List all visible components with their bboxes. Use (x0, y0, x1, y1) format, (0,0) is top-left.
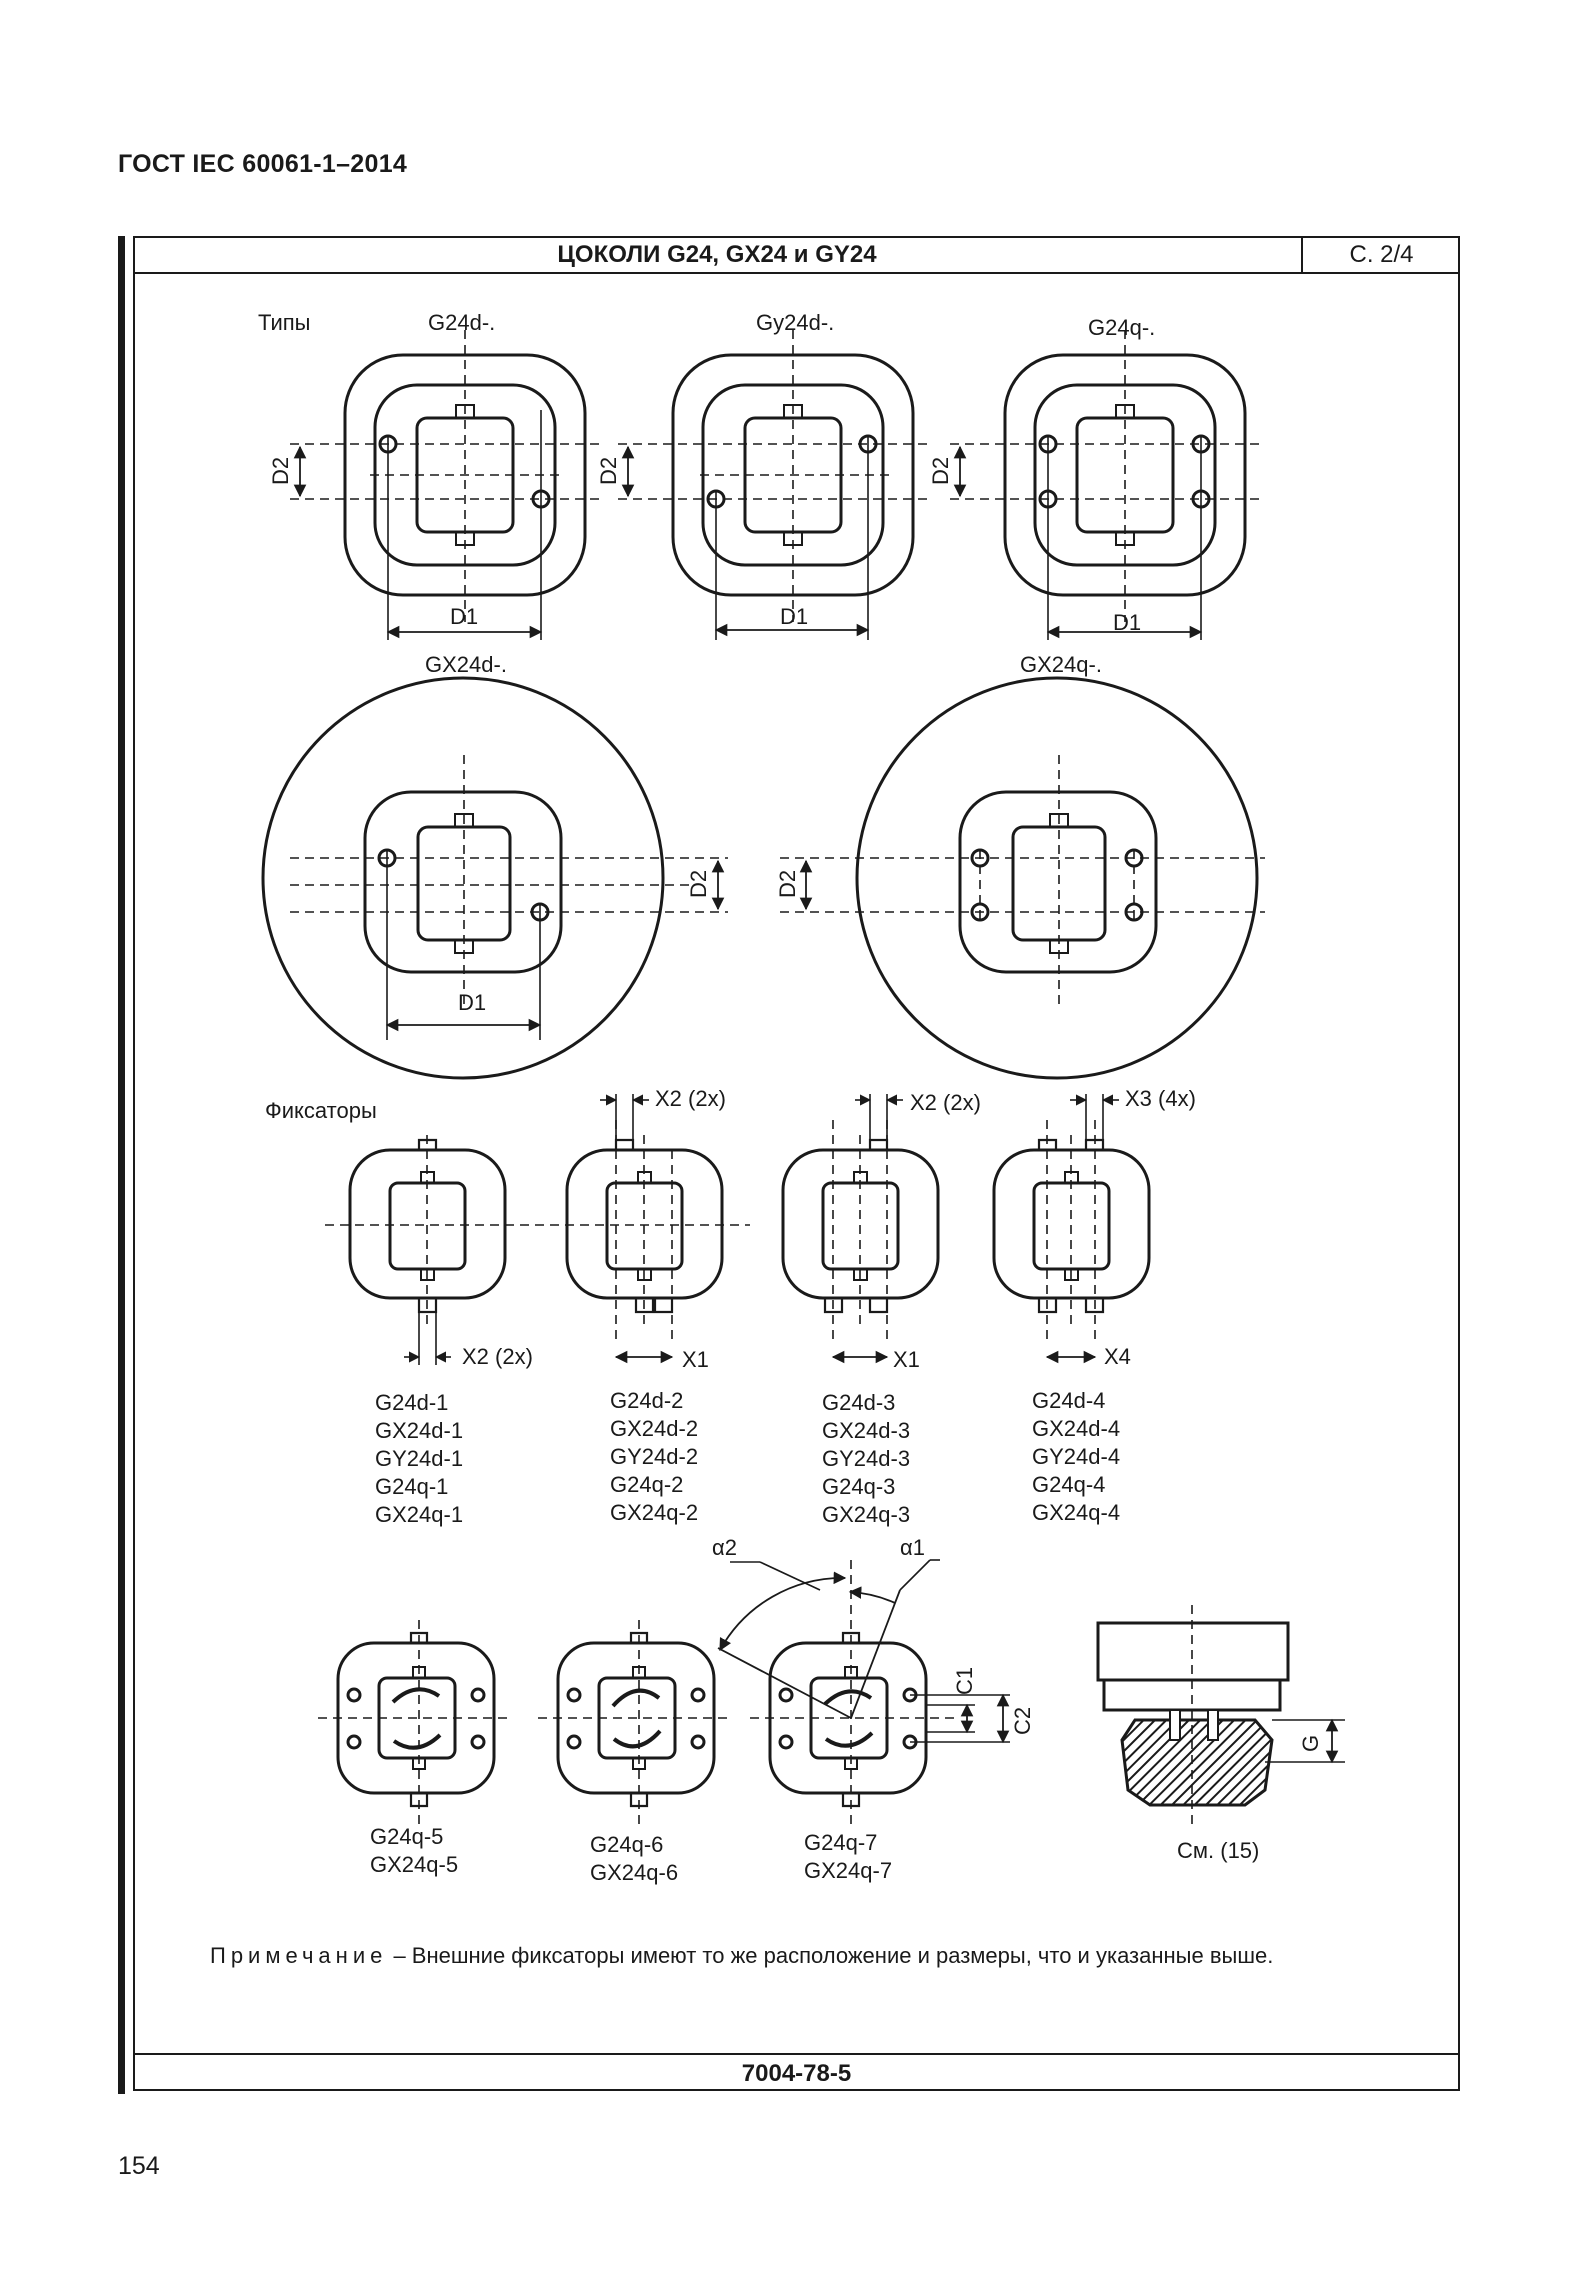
types-label: Типы (258, 310, 311, 335)
footer-code: 7004-78-5 (741, 2060, 852, 2087)
dim-x3-top: X3 (4x) (1125, 1086, 1196, 1111)
q-drawing-6 (538, 1620, 732, 1825)
svg-text:GX24q-6: GX24q-6 (590, 1860, 678, 1885)
svg-text:G24q-1: G24q-1 (375, 1474, 448, 1499)
label-g24d: G24d-. (428, 310, 495, 335)
svg-text:GX24d-3: GX24d-3 (822, 1418, 910, 1443)
svg-text:GX24d-1: GX24d-1 (375, 1418, 463, 1443)
q-drawing-7 (717, 1559, 1010, 1825)
note-prefix: Примечание (210, 1943, 388, 1968)
svg-text:G24q-6: G24q-6 (590, 1832, 663, 1857)
svg-text:GX24q-5: GX24q-5 (370, 1852, 458, 1877)
svg-text:G24q-7: G24q-7 (804, 1830, 877, 1855)
svg-text:G24q-3: G24q-3 (822, 1474, 895, 1499)
dim-d2-2: D2 (596, 457, 621, 485)
dim-x2-bottom: X2 (2x) (462, 1344, 533, 1369)
dim-alpha1: α1 (900, 1535, 925, 1560)
dim-x1-2: X1 (893, 1347, 920, 1372)
dim-d2-4: D2 (686, 870, 711, 898)
drawing-gy24d (618, 330, 930, 640)
key-group-3: G24d-3 GX24d-3 GY24d-3 G24q-3 GX24q-3 (822, 1390, 910, 1527)
dim-d1-4: D1 (458, 990, 486, 1015)
svg-text:GX24q-7: GX24q-7 (804, 1858, 892, 1883)
dim-d2-5: D2 (775, 870, 800, 898)
note-text: – Внешние фиксаторы имеют то же располож… (387, 1943, 1274, 1968)
dim-alpha2: α2 (712, 1535, 737, 1560)
q-labels-7: G24q-7 GX24q-7 (804, 1830, 892, 1883)
svg-text:G24q-5: G24q-5 (370, 1824, 443, 1849)
sheet-title: ЦОКОЛИ G24, GX24 и GY24 (557, 241, 877, 268)
svg-text:GX24q-3: GX24q-3 (822, 1502, 910, 1527)
title-divider (1301, 236, 1303, 274)
dim-d1-3: D1 (1113, 610, 1141, 635)
sheet-page: С. 2/4 (1349, 241, 1414, 268)
label-g24q: G24q-. (1088, 315, 1155, 340)
svg-text:G24d-2: G24d-2 (610, 1388, 683, 1413)
dim-x2-top-2: X2 (2x) (910, 1090, 981, 1115)
svg-text:G24d-3: G24d-3 (822, 1390, 895, 1415)
svg-text:GX24d-2: GX24d-2 (610, 1416, 698, 1441)
svg-text:GY24d-2: GY24d-2 (610, 1444, 698, 1469)
key-drawing-4 (992, 1094, 1151, 1364)
key-drawing-3 (781, 1094, 940, 1364)
svg-text:GY24d-4: GY24d-4 (1032, 1444, 1120, 1469)
dim-g: G (1298, 1735, 1323, 1752)
page-number: 154 (118, 2152, 160, 2180)
q-drawing-5 (318, 1620, 512, 1825)
dim-x1-1: X1 (682, 1347, 709, 1372)
keys-label: Фиксаторы (265, 1098, 377, 1123)
sheet-title-row (133, 236, 1460, 274)
svg-text:GY24d-1: GY24d-1 (375, 1446, 463, 1471)
see-reference: См. (15) (1177, 1838, 1259, 1863)
footer-divider (133, 2053, 1460, 2055)
key-group-4: G24d-4 GX24d-4 GY24d-4 G24q-4 GX24q-4 (1032, 1388, 1120, 1525)
drawing-g24q (950, 330, 1265, 640)
dim-d1-2: D1 (780, 604, 808, 629)
svg-text:G24d-4: G24d-4 (1032, 1388, 1105, 1413)
svg-text:G24d-1: G24d-1 (375, 1390, 448, 1415)
margin-bar (118, 236, 125, 2094)
drawing-gx24q (780, 676, 1265, 1080)
note: Примечание – Внешние фиксаторы имеют то … (210, 1943, 1273, 1969)
drawing-g24d (290, 330, 600, 640)
dim-x4: X4 (1104, 1344, 1131, 1369)
key-group-1: G24d-1 GX24d-1 GY24d-1 G24q-1 GX24q-1 (375, 1390, 463, 1527)
key-group-2: G24d-2 GX24d-2 GY24d-2 G24q-2 GX24q-2 (610, 1388, 698, 1525)
label-gx24d: GX24d-. (425, 652, 507, 677)
dim-d1-1: D1 (450, 604, 478, 629)
label-gx24q: GX24q-. (1020, 652, 1102, 677)
svg-text:G24q-2: G24q-2 (610, 1472, 683, 1497)
q-labels-5: G24q-5 GX24q-5 (370, 1824, 458, 1877)
svg-text:GY24d-3: GY24d-3 (822, 1446, 910, 1471)
dim-x2-top-1: X2 (2x) (655, 1086, 726, 1111)
key-drawing-1 (325, 1135, 750, 1365)
svg-text:GX24q-2: GX24q-2 (610, 1500, 698, 1525)
q-labels-6: G24q-6 GX24q-6 (590, 1832, 678, 1885)
dim-d2-3: D2 (928, 457, 953, 485)
dim-d2-1: D2 (268, 457, 293, 485)
drawing-gx24d (261, 676, 728, 1080)
svg-text:GX24q-1: GX24q-1 (375, 1502, 463, 1527)
svg-text:GX24d-4: GX24d-4 (1032, 1416, 1120, 1441)
document-header: ГОСТ IEC 60061-1–2014 (118, 150, 408, 178)
key-drawing-2 (565, 1094, 724, 1364)
svg-text:GX24q-4: GX24q-4 (1032, 1500, 1120, 1525)
svg-text:G24q-4: G24q-4 (1032, 1472, 1105, 1497)
dim-c2: C2 (1010, 1707, 1035, 1735)
dim-c1: C1 (952, 1667, 977, 1695)
sheet-frame (133, 236, 1460, 2091)
side-view-drawing (1096, 1605, 1345, 1825)
label-gy24d: Gy24d-. (756, 310, 834, 335)
